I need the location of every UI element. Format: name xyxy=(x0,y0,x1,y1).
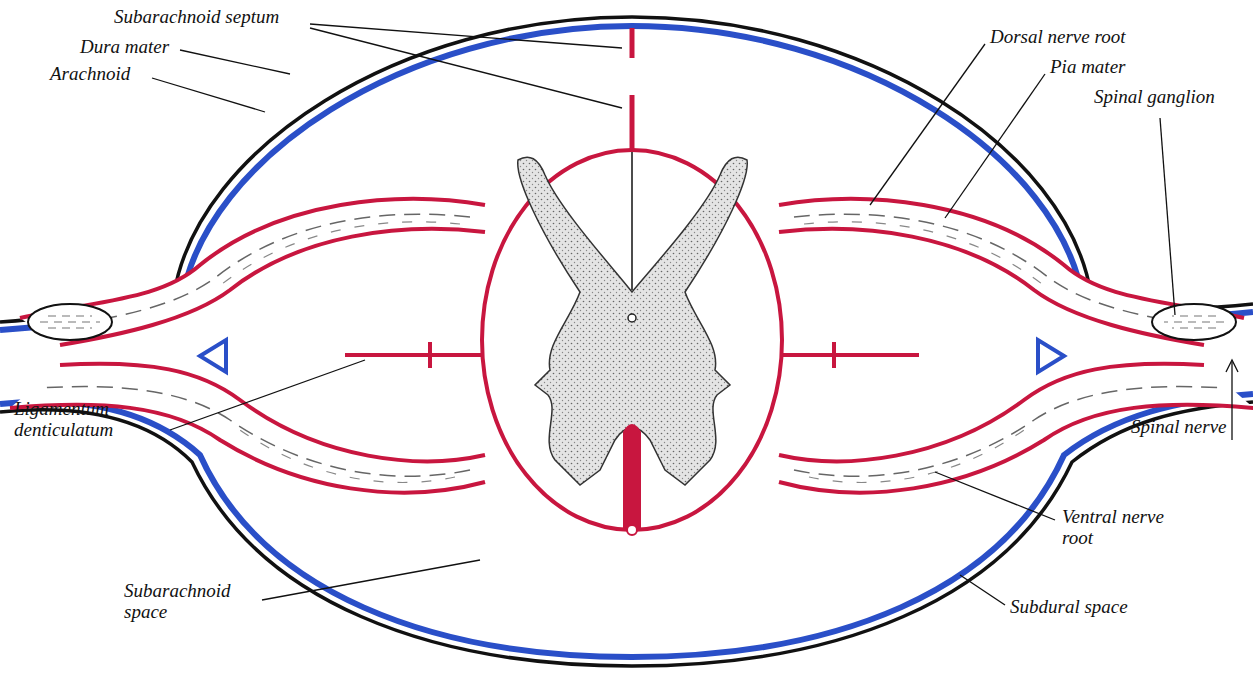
structure-label: Subarachnoid septum xyxy=(114,6,314,27)
structure-label: Dura mater xyxy=(80,36,200,57)
structure-label: Ligamentum denticulatum xyxy=(14,398,144,440)
structure-label: Dorsal nerve root xyxy=(990,26,1170,47)
structure-label: Subdural space xyxy=(1010,596,1190,617)
structure-label: Pia mater xyxy=(1050,56,1170,77)
structure-label: Spinal ganglion xyxy=(1094,86,1249,107)
structure-label: Spinal nerve xyxy=(1131,416,1249,437)
structure-label: Subarachnoid space xyxy=(124,580,259,622)
leader-lines xyxy=(152,24,1238,605)
structure-label: Arachnoid xyxy=(50,63,170,84)
structure-label: Ventral nerve root xyxy=(1062,506,1197,548)
